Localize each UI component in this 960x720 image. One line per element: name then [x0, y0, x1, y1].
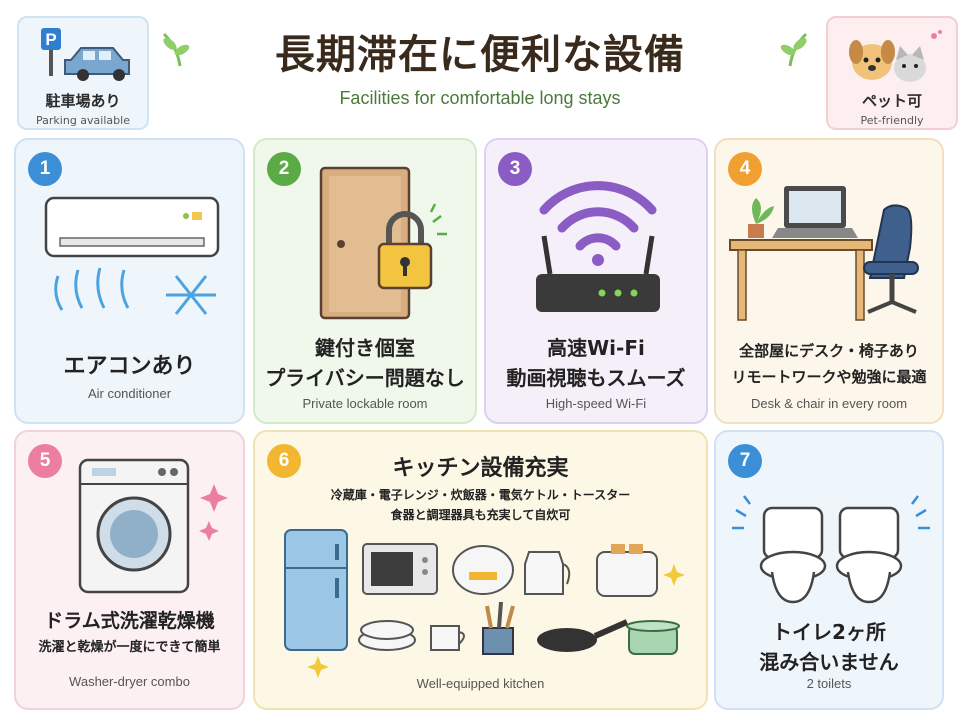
- pet-label-en: Pet-friendly: [860, 114, 924, 127]
- feature-title: キッチン設備充実: [392, 456, 569, 481]
- feature-subtitle-2: 食器と調理器具も充実して自炊可: [390, 508, 571, 522]
- locked-door-icon: [319, 166, 447, 320]
- feature-label-en: High-speed Wi-Fi: [545, 396, 647, 411]
- wifi-router-icon: [536, 181, 660, 312]
- feature-number: 2: [267, 152, 301, 186]
- feature-number: 4: [728, 152, 762, 186]
- feature-label-en: 2 toilets: [806, 676, 852, 691]
- leaf-right-icon: [780, 32, 808, 67]
- washing-machine-icon: [78, 458, 228, 594]
- feature-title: ドラム式洗濯乾燥機: [44, 610, 215, 632]
- dog-cat-icon: [849, 30, 942, 82]
- feature-subtitle: 冷蔵庫・電子レンジ・炊飯器・電気ケトル・トースター: [330, 488, 631, 502]
- kitchen-appliances-icon: [284, 529, 685, 678]
- pet-badge: ペット可 Pet-friendly: [826, 16, 958, 130]
- feature-number: 6: [267, 444, 301, 478]
- car-icon: P: [41, 28, 130, 81]
- feature-number: 5: [28, 444, 62, 478]
- parking-badge: P 駐車場あり Parking available: [17, 16, 149, 130]
- feature-card-air-conditioner: 1 エアコンあり Air conditioner: [14, 138, 245, 424]
- leaf-left-icon: [162, 32, 190, 67]
- feature-title: トイレ2ヶ所: [772, 620, 886, 644]
- page-subtitle: Facilities for comfortable long stays: [339, 88, 621, 108]
- feature-title: 高速Wi-Fi: [547, 336, 645, 360]
- air-conditioner-icon: [44, 196, 220, 315]
- feature-label-en: Air conditioner: [87, 386, 172, 401]
- feature-number: 3: [498, 152, 532, 186]
- feature-card-washer: 5 ドラム式洗濯乾燥機 洗濯と乾燥が一度にできて簡単 Washer-dryer …: [14, 430, 245, 710]
- feature-title: 全部屋にデスク・椅子あり: [739, 342, 919, 360]
- page-title: 長期滞在に便利な設備: [275, 32, 685, 78]
- feature-subtitle: 混み合いません: [759, 650, 899, 674]
- feature-number: 7: [728, 444, 762, 478]
- feature-title: エアコンあり: [63, 354, 196, 379]
- feature-card-wifi: 3 高速Wi-Fi 動画視聴もスムーズ High-speed Wi-Fi: [484, 138, 708, 424]
- feature-label-en: Private lockable room: [302, 396, 428, 411]
- feature-subtitle: リモートワークや勉強に最適: [731, 368, 927, 386]
- feature-title: 鍵付き個室: [315, 336, 415, 360]
- svg-text:P: P: [45, 30, 56, 49]
- feature-label-en: Well-equipped kitchen: [416, 676, 545, 691]
- feature-card-kitchen: 6 キッチン設備充実 冷蔵庫・電子レンジ・炊飯器・電気ケトル・トースター 食器と…: [253, 430, 708, 710]
- feature-card-private-room: 2 鍵付き個室 プライバシー問題なし Private lockable room: [253, 138, 477, 424]
- feature-label-en: Desk & chair in every room: [750, 396, 908, 411]
- pet-label: ペット可: [861, 92, 922, 110]
- desk-chair-icon: [729, 186, 919, 321]
- feature-card-toilets: 7 トイレ2ヶ所 混み合いません 2 toilets: [714, 430, 944, 710]
- feature-card-desk: 4 全部屋にデスク・椅子あり リモートワークや勉強に最適 Desk & chai…: [714, 138, 944, 424]
- parking-label: 駐車場あり: [45, 92, 121, 110]
- feature-number: 1: [28, 152, 62, 186]
- feature-label-en: Washer-dryer combo: [69, 674, 190, 689]
- parking-label-en: Parking available: [36, 114, 130, 127]
- toilets-icon: [732, 495, 930, 604]
- feature-subtitle: 洗濯と乾燥が一度にできて簡単: [38, 640, 221, 655]
- feature-subtitle: 動画視聴もスムーズ: [506, 366, 686, 390]
- feature-subtitle: プライバシー問題なし: [265, 366, 465, 390]
